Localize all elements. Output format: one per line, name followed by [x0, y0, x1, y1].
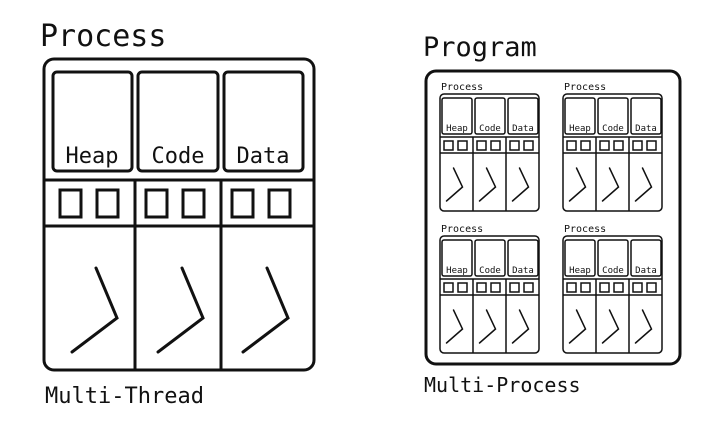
mini-process-label: Process [441, 224, 483, 235]
data-label: Data [237, 144, 290, 169]
register-icon [443, 282, 454, 293]
register-icon [523, 282, 534, 293]
register-icon [566, 282, 577, 293]
code-label: Code [602, 124, 624, 134]
thread-execution-arrow-icon [241, 266, 290, 354]
multi-thread-caption: Multi-Thread [45, 384, 204, 409]
multi-process-caption: Multi-Process [424, 373, 581, 397]
thread-execution-arrow-icon [568, 167, 587, 202]
process-title: Process [40, 19, 166, 54]
code-label: Code [152, 144, 205, 169]
register-icon [490, 140, 501, 151]
multi-thread-diagram: Process Heap Code Data Multi-Thread [40, 19, 316, 409]
heap-label: Heap [446, 266, 468, 276]
thread-execution-arrow-icon [445, 309, 464, 344]
data-label: Data [512, 266, 534, 276]
mini-process-label: Process [564, 82, 606, 93]
register-icon [632, 282, 643, 293]
register-icon [509, 140, 520, 151]
code-label: Code [479, 124, 501, 134]
register-icon [509, 282, 520, 293]
code-segment [597, 97, 629, 135]
program-outline [424, 69, 682, 366]
data-segment [222, 70, 305, 173]
code-segment [597, 239, 629, 277]
heap-label: Heap [569, 124, 591, 134]
data-segment [630, 97, 662, 135]
heap-segment [51, 70, 134, 173]
program-title: Program [423, 32, 537, 63]
register-icon [476, 282, 487, 293]
register-icon [95, 188, 120, 219]
register-icon [181, 188, 206, 219]
register-icon [523, 140, 534, 151]
thread-execution-arrow-icon [568, 309, 587, 344]
data-segment [507, 97, 539, 135]
heap-segment [564, 239, 596, 277]
data-segment [507, 239, 539, 277]
data-label: Data [635, 124, 657, 134]
thread-execution-arrow-icon [601, 309, 620, 344]
register-icon [613, 140, 624, 151]
thread-execution-arrow-icon [445, 167, 464, 202]
heap-label: Heap [66, 144, 119, 169]
register-icon [230, 188, 255, 219]
register-icon [490, 282, 501, 293]
thread-execution-arrow-icon [601, 167, 620, 202]
register-icon [580, 140, 591, 151]
code-label: Code [602, 266, 624, 276]
thread-execution-arrow-icon [70, 266, 119, 354]
heap-label: Heap [446, 124, 468, 134]
code-segment [474, 97, 506, 135]
register-icon [646, 282, 657, 293]
register-icon [646, 140, 657, 151]
mini-process-label: Process [441, 82, 483, 93]
thread-execution-arrow-icon [511, 167, 530, 202]
code-label: Code [479, 266, 501, 276]
register-icon [457, 140, 468, 151]
code-segment [136, 70, 220, 173]
data-label: Data [635, 266, 657, 276]
mini-process-label: Process [564, 224, 606, 235]
data-segment [630, 239, 662, 277]
register-icon [144, 188, 169, 219]
register-icon [599, 282, 610, 293]
thread-execution-arrow-icon [634, 167, 653, 202]
code-segment [474, 239, 506, 277]
register-icon [476, 140, 487, 151]
register-icon [566, 140, 577, 151]
heap-segment [441, 97, 473, 135]
register-icon [632, 140, 643, 151]
heap-label: Heap [569, 266, 591, 276]
register-icon [599, 140, 610, 151]
data-label: Data [512, 124, 534, 134]
thread-execution-arrow-icon [478, 167, 497, 202]
heap-segment [564, 97, 596, 135]
register-icon [580, 282, 591, 293]
thread-execution-arrow-icon [478, 309, 497, 344]
register-icon [58, 188, 83, 219]
register-icon [443, 140, 454, 151]
register-icon [457, 282, 468, 293]
register-icon [613, 282, 624, 293]
thread-execution-arrow-icon [156, 266, 205, 354]
register-icon [267, 188, 292, 219]
heap-segment [441, 239, 473, 277]
thread-execution-arrow-icon [511, 309, 530, 344]
process-outline [42, 57, 316, 372]
thread-execution-arrow-icon [634, 309, 653, 344]
